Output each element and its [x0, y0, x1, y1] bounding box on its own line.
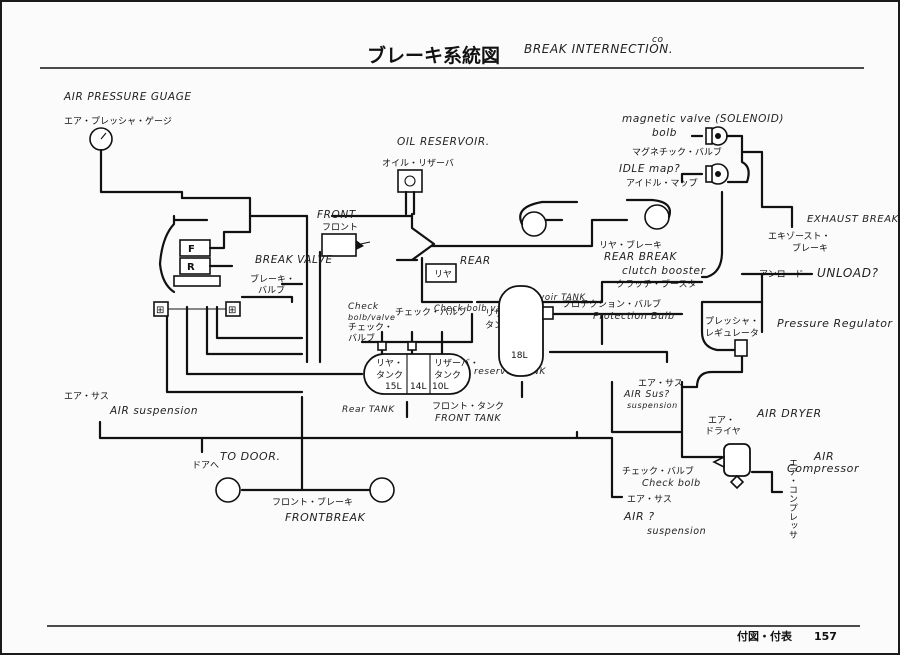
- to-door-jp: ドアへ: [192, 461, 219, 471]
- brake-valve-block: F R: [173, 230, 252, 287]
- break-valve-jp-2: バルブ: [258, 284, 285, 296]
- magnetic-valve-en-2: bolb: [652, 127, 677, 139]
- air-suspension-en-left: AIR suspension: [109, 405, 198, 417]
- idle-map-en: IDLE map?: [619, 163, 680, 175]
- reservoir-tank-en: Reservoir TANK: [512, 293, 586, 303]
- air-dryer: [712, 443, 751, 490]
- to-door-en: TO DOOR.: [220, 450, 281, 463]
- air-pressure-gauge-jp: エア・プレッシャ・ゲージ: [64, 115, 172, 127]
- rear-tank-jp-1: リヤ・: [376, 359, 403, 369]
- diagram-title: ブレーキ系統図: [367, 44, 500, 67]
- footer-section: 付図・付表: [737, 629, 793, 643]
- air-compressor-en-2: Compressor: [787, 462, 860, 475]
- exhaust-break-jp-1: エキゾースト・: [768, 231, 831, 242]
- rear-break-en: REAR BREAK: [604, 251, 677, 263]
- oil-reservoir-en: OIL RESERVOIR.: [397, 136, 490, 148]
- air-dryer-en: AIR DRYER: [756, 407, 822, 420]
- oil-reservoir: [397, 169, 423, 216]
- title-correction-note: co: [652, 35, 664, 45]
- check-valve-en-1: Check: [348, 302, 379, 312]
- pressure-regulator-jp-2: レギュレータ: [705, 328, 759, 339]
- unload-jp: アンロード: [759, 270, 804, 280]
- tank-15-label: 15L: [385, 382, 401, 392]
- valve-r-label: R: [187, 262, 195, 273]
- page-number: 157: [814, 630, 837, 643]
- check-valve-jp-c: チェック・バルブ: [622, 465, 694, 477]
- check-valves: [377, 341, 417, 351]
- magnetic-valve-jp: マグネチック・バルブ: [632, 146, 722, 158]
- air-pressure-gauge-en: AIR PRESSURE GUAGE: [63, 91, 192, 103]
- front-valve-chamber: [321, 233, 371, 257]
- rear-tank-en: Rear TANK: [342, 405, 395, 415]
- air-compressor-en-1: AIR: [813, 450, 834, 463]
- air-pressure-gauge: [89, 127, 184, 200]
- protection-valve-jp: プロテクション・バルブ: [562, 298, 661, 310]
- rear-en: REAR: [460, 255, 491, 267]
- air-dryer-jp-1: エア・: [708, 416, 735, 426]
- tank-14-label: 14L: [410, 382, 426, 392]
- magnetic-valve-solenoid: [680, 126, 750, 185]
- valve-f-label: F: [188, 244, 195, 255]
- pressure-regulator: [734, 339, 748, 357]
- reservoir-tank-18l: 18L: [498, 285, 554, 377]
- rear-brake-chambers: [519, 198, 671, 237]
- reserver-tank-jp-1: リザーバ・: [434, 358, 479, 369]
- air-suspension-en-bottom: AIR ?: [623, 510, 655, 523]
- rear-tank-jp-2: タンク: [376, 370, 403, 381]
- break-valve-jp-1: ブレーキ・: [250, 273, 295, 285]
- svg-text:⊞: ⊞: [156, 305, 164, 316]
- reserver-tank-jp-2: タンク: [434, 370, 461, 381]
- rear-valve: リヤ: [425, 263, 457, 283]
- magnetic-valve-en: magnetic valve (SOLENOID): [622, 113, 784, 125]
- check-valve-en-c: Check bolb: [642, 478, 701, 489]
- electrical-terminals: ⊞ ⊞: [153, 301, 241, 317]
- clutch-booster-jp: クラッチ・ブースタ: [616, 278, 697, 290]
- front-brake-chambers: [215, 477, 395, 503]
- front-tank-jp: フロント・タンク: [432, 401, 504, 412]
- exhaust-break-en-1: EXHAUST BREAK: [807, 214, 900, 225]
- protection-valve-en: Protection Bulb: [593, 311, 675, 322]
- exhaust-break-jp-2: ブレーキ: [792, 242, 828, 254]
- idle-map-jp: アイドル・マップ: [626, 178, 698, 189]
- tank-10-label: 10L: [432, 382, 448, 392]
- rear-front-tank: リヤ・ タンク 15L 14L リザーバ・ タンク 10L: [363, 353, 479, 395]
- svg-text:⊞: ⊞: [228, 305, 236, 316]
- clutch-booster-en: clutch booster: [622, 265, 706, 277]
- air-suspension-en-bottom-2: suspension: [647, 526, 706, 537]
- air-compressor-jp: エア・コンプレッサ: [787, 458, 798, 539]
- rear-break-jp: リヤ・ブレーキ: [599, 239, 662, 251]
- front-tank-en: FRONT TANK: [435, 413, 501, 424]
- air-suspension-jp-left: エア・サス: [64, 391, 109, 402]
- pipe-network: [98, 150, 814, 499]
- air-suspension-en-right: AIR Sus?: [623, 389, 670, 400]
- rear-jp: リヤ: [434, 270, 452, 280]
- check-valve-en-2: bolb/valve: [348, 313, 395, 322]
- front-break-jp: フロント・ブレーキ: [272, 496, 353, 508]
- unload-en: UNLOAD?: [817, 266, 879, 280]
- tank-18-label: 18L: [511, 351, 527, 361]
- front-break-en: FRONTBREAK: [285, 511, 366, 524]
- air-suspension-jp-right: エア・サス: [638, 378, 683, 389]
- pressure-regulator-jp-1: プレッシャ・: [705, 316, 759, 327]
- air-suspension-en-right-2: suspension: [627, 401, 678, 410]
- title-handwritten-note: BREAK INTERNECTION.: [524, 42, 673, 56]
- check-valve-jp-b: チェック・バルブ: [395, 306, 467, 318]
- break-valve-en: BREAK VALVE: [255, 254, 333, 266]
- air-dryer-jp-2: ドライヤ: [705, 426, 741, 437]
- front-en: FRONT: [317, 209, 357, 221]
- check-valve-en-b: Check bolb valve?: [434, 304, 521, 314]
- pressure-regulator-en: Pressure Regulator: [777, 317, 894, 330]
- oil-reservoir-jp: オイル・リザーバ: [382, 158, 454, 169]
- air-suspension-jp-bottom: エア・サス: [627, 494, 672, 505]
- check-valve-jp-1: チェック・: [348, 322, 393, 333]
- front-jp: フロント: [322, 223, 358, 233]
- check-valve-jp-2: バルブ: [348, 332, 375, 344]
